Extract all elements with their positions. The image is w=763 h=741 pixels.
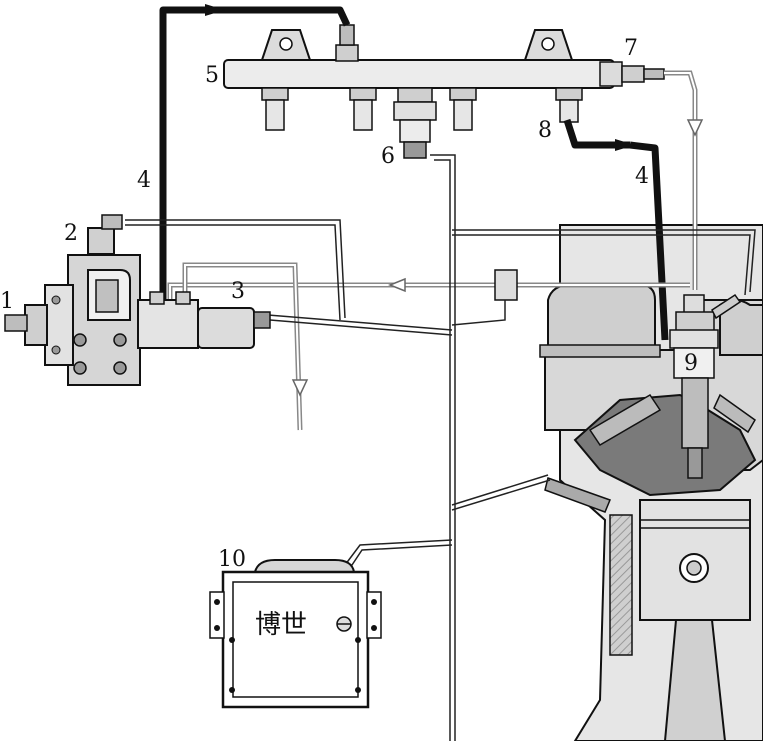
label-3: 3 <box>231 279 245 304</box>
common-rail <box>223 24 665 159</box>
high-pressure-lines <box>159 4 669 341</box>
label-5: 5 <box>205 63 219 88</box>
high-pressure-pump <box>4 214 271 386</box>
label-4-left: 4 <box>137 168 151 193</box>
label-6: 6 <box>381 144 395 169</box>
injector <box>669 293 742 479</box>
label-7: 7 <box>624 36 638 61</box>
wiring <box>125 154 756 741</box>
return-lines <box>167 70 704 431</box>
callout-labels: 1 2 3 4 4 5 6 7 8 9 10 <box>0 36 698 572</box>
label-4-right: 4 <box>635 164 649 189</box>
label-1: 1 <box>0 289 14 314</box>
label-9: 9 <box>684 351 698 376</box>
label-8: 8 <box>538 118 552 143</box>
label-2: 2 <box>64 221 78 246</box>
label-10: 10 <box>218 547 246 572</box>
ecu: 博世 <box>209 559 382 709</box>
ecu-brand-text: 博世 <box>255 610 307 640</box>
